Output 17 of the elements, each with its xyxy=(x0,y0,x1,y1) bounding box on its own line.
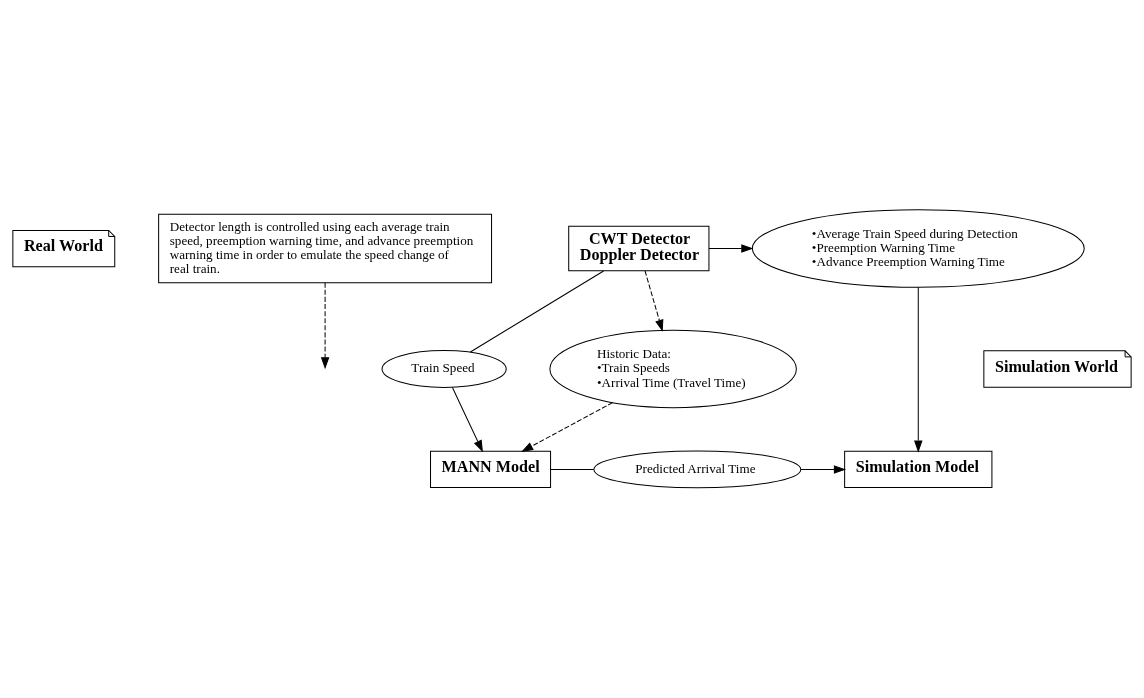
connector xyxy=(469,270,605,353)
arrow xyxy=(521,402,614,452)
node-ellipse: Historic Data: •Train Speeds •Arrival Time (Travel Time) xyxy=(549,329,797,409)
node-ellipse: Train Speed xyxy=(381,350,507,388)
arrow xyxy=(451,387,483,453)
node-box: CWT Detector Doppler Detector xyxy=(568,225,710,272)
connector xyxy=(550,468,595,470)
node-box: Simulation Model xyxy=(844,450,993,489)
arrow xyxy=(914,286,923,453)
arrow xyxy=(800,465,846,474)
arrow xyxy=(320,282,330,370)
arrow xyxy=(644,270,664,332)
node-box: Detector length is controlled using each average train speed, preemption warning time, and advance preemption warning time in order to emulate the speed change of real train. xyxy=(158,213,493,284)
node-ellipse: Predicted Arrival Time xyxy=(593,450,802,489)
node-box: MANN Model xyxy=(430,450,552,489)
arrow xyxy=(708,244,754,253)
node-ellipse: •Average Train Speed during Detection •Preemption Warning Time •Advance Preemption Warning Time xyxy=(751,209,1085,288)
